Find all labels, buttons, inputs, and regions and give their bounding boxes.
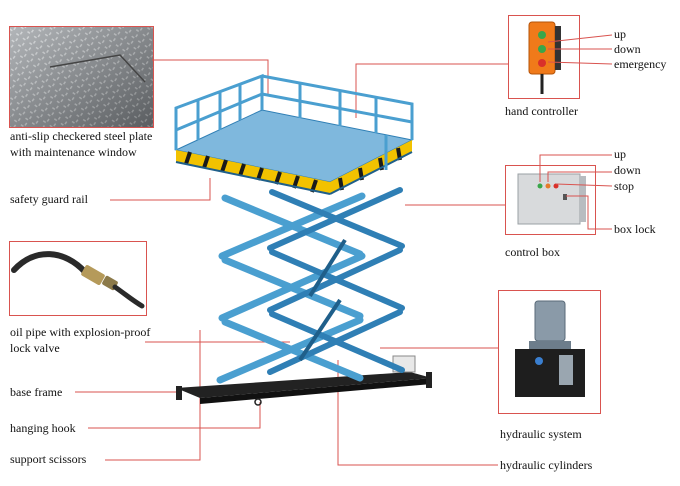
leader-lines — [75, 34, 613, 466]
hydraulic-cylinders — [298, 238, 347, 362]
label-hydraulic-system: hydraulic system — [500, 427, 582, 441]
label-hc-emergency: emergency — [614, 57, 667, 71]
safety-guard-rail — [174, 73, 414, 170]
hand-controller-inset — [508, 15, 580, 99]
label-guard-rail: safety guard rail — [10, 192, 88, 206]
label-oil-pipe-line1: oil pipe with explosion-proof — [10, 325, 151, 339]
label-steel-plate-line1: anti-slip checkered steel plate — [10, 129, 153, 143]
label-hand-controller: hand controller — [505, 104, 578, 118]
support-scissors-rear — [267, 187, 405, 375]
label-hanging-hook: hanging hook — [10, 421, 76, 435]
label-cb-stop: stop — [614, 179, 635, 193]
control-box-photo — [517, 173, 586, 225]
hydraulic-system-photo — [515, 300, 585, 397]
label-cb-down: down — [614, 163, 641, 177]
platform — [174, 109, 414, 195]
base-frame — [176, 372, 432, 406]
steel-plate-inset — [9, 26, 154, 128]
label-hydraulic-cylinders: hydraulic cylinders — [500, 458, 593, 472]
label-oil-pipe-line2: lock valve — [10, 341, 60, 355]
hand-controller-photo — [528, 21, 561, 94]
oil-pipe-photo — [10, 242, 146, 315]
label-cb-box-lock: box lock — [614, 222, 656, 236]
control-box-inset — [505, 165, 596, 235]
label-base-frame: base frame — [10, 385, 63, 399]
oil-pipe-inset — [9, 241, 147, 316]
hydraulic-system-inset — [498, 290, 601, 414]
steel-plate-photo — [10, 27, 153, 127]
label-hc-down: down — [614, 42, 641, 56]
label-control-box: control box — [505, 245, 560, 259]
label-cb-up: up — [614, 147, 626, 161]
label-steel-plate-line2: with maintenance window — [10, 145, 137, 159]
label-hc-up: up — [614, 27, 626, 41]
label-support-scissors: support scissors — [10, 452, 87, 466]
